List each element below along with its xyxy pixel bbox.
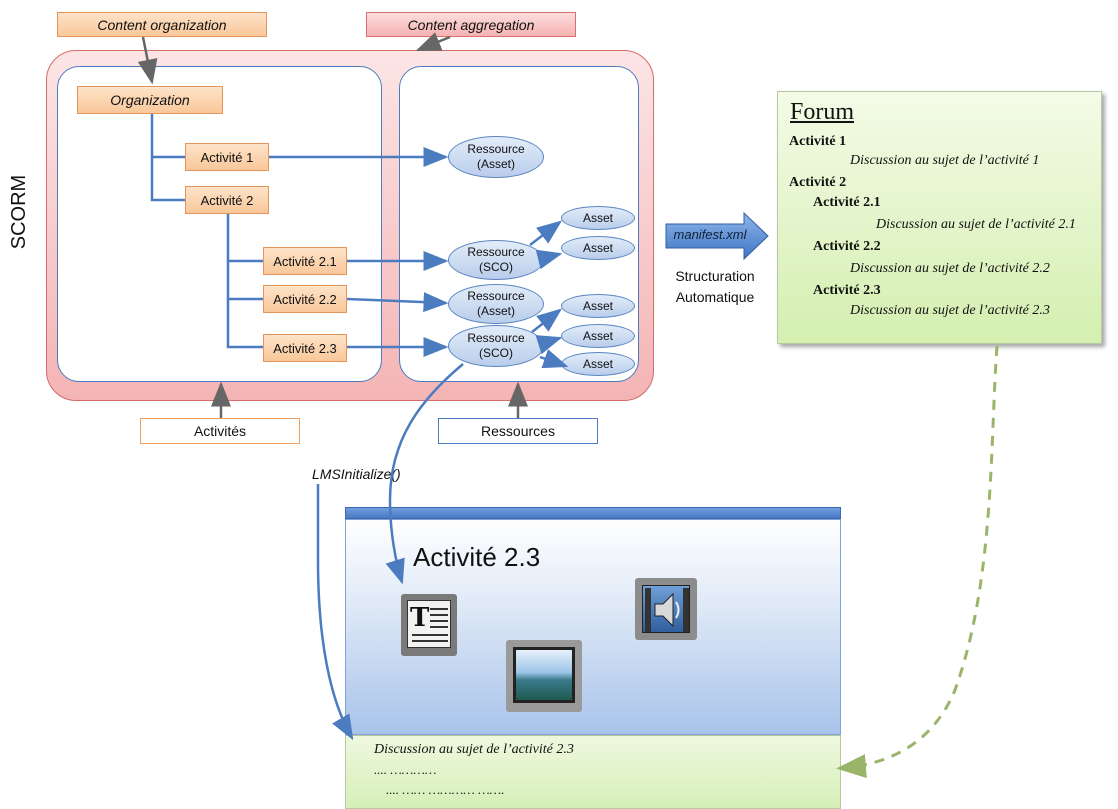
activity-2-3-node: Activité 2.3: [263, 334, 347, 362]
asset-ellipse: Asset: [561, 352, 635, 376]
activities-box: [57, 66, 382, 382]
ressources-label: Ressources: [438, 418, 598, 444]
resource-2-3-ellipse: Ressource (SCO): [448, 325, 544, 367]
window-titlebar[interactable]: [345, 507, 841, 519]
window-title: Activité 2.3: [413, 542, 541, 572]
manifest-arrow: manifest.xml: [664, 211, 770, 261]
forum-title: Forum: [790, 99, 855, 125]
activity-2-2-node: Activité 2.2: [263, 285, 347, 313]
forum-activity-2-2: Activité 2.2: [813, 239, 881, 254]
resource-2-1-ellipse: Ressource (SCO): [448, 240, 544, 280]
text-document-icon[interactable]: T: [401, 594, 457, 656]
discussion-line-1: .... …………: [374, 762, 437, 777]
resource-2-2-ellipse: Ressource (Asset): [448, 284, 544, 324]
discussion-title: Discussion au sujet de l’activité 2.3: [374, 742, 574, 757]
asset-ellipse: Asset: [561, 206, 635, 230]
window-content: Activité 2.3 T: [345, 519, 841, 735]
scorm-label: SCORM: [8, 174, 30, 250]
forum-activity-1: Activité 1: [789, 134, 847, 149]
forum-discussion-2-2: Discussion au sujet de l’activité 2.2: [850, 261, 1050, 276]
audio-video-icon[interactable]: [635, 578, 697, 640]
forum-discussion-1: Discussion au sujet de l’activité 1: [850, 153, 1040, 168]
resource-1-ellipse: Ressource (Asset): [448, 136, 544, 178]
manifest-label: manifest.xml: [673, 227, 747, 242]
asset-ellipse: Asset: [561, 236, 635, 260]
forum-activity-2-1: Activité 2.1: [813, 195, 881, 210]
forum-activity-2-3: Activité 2.3: [813, 283, 881, 298]
lms-initialize-label: LMSInitialize(): [312, 466, 401, 482]
forum-panel: Forum Activité 1 Discussion au sujet de …: [777, 91, 1102, 344]
asset-ellipse: Asset: [561, 294, 635, 318]
discussion-panel: Discussion au sujet de l’activité 2.3 ..…: [345, 735, 841, 809]
asset-ellipse: Asset: [561, 324, 635, 348]
forum-activity-2: Activité 2: [789, 175, 847, 190]
structuration-label: Structuration Automatique: [675, 268, 755, 305]
organization-node: Organization: [77, 86, 223, 114]
forum-discussion-2-1: Discussion au sujet de l’activité 2.1: [876, 217, 1076, 232]
forum-discussion-2-3: Discussion au sujet de l’activité 2.3: [850, 303, 1050, 318]
activity-window: Activité 2.3 T: [345, 507, 841, 809]
activity-2-node: Activité 2: [185, 186, 269, 214]
image-icon[interactable]: [506, 640, 582, 712]
content-aggregation-label: Content aggregation: [366, 12, 576, 37]
content-organization-label: Content organization: [57, 12, 267, 37]
activity-1-node: Activité 1: [185, 143, 269, 171]
discussion-line-2: .... …… ………… …….: [386, 782, 505, 797]
activites-label: Activités: [140, 418, 300, 444]
activity-2-1-node: Activité 2.1: [263, 247, 347, 275]
